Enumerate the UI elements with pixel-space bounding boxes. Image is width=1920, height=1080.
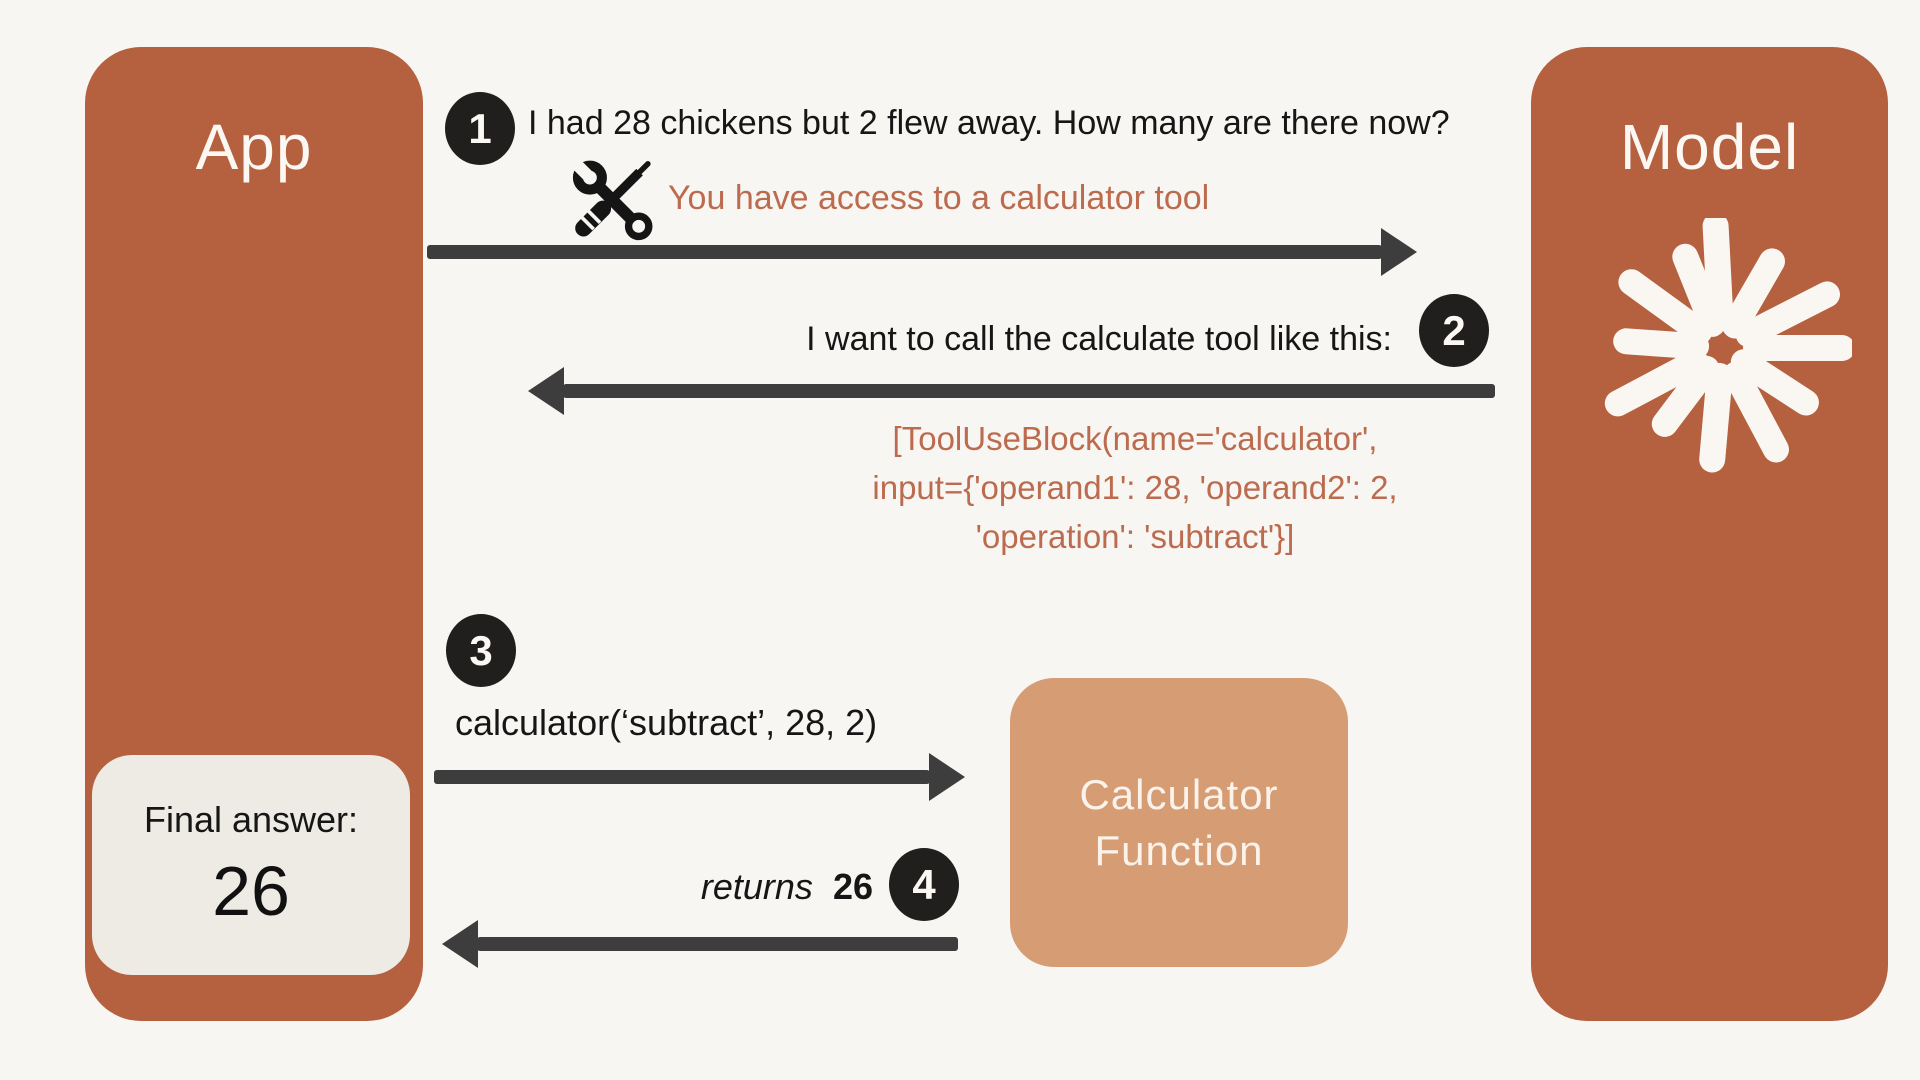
model-box: Model [1531, 47, 1888, 1021]
final-answer-card: Final answer: 26 [92, 755, 410, 975]
starburst-icon [1604, 218, 1852, 473]
final-answer-label: Final answer: [143, 799, 359, 840]
step-4-return-value: 26 [832, 866, 873, 907]
arrow-app-to-model [427, 245, 1382, 259]
step-2-badge: 2 [1419, 294, 1489, 367]
step-3-badge: 3 [446, 614, 516, 687]
crossed-wrench-screwdriver-icon [568, 155, 653, 241]
step-1-badge: 1 [445, 92, 515, 165]
calculator-function-label-line1: Calculator [1079, 770, 1279, 818]
step-4-returns-text: returns [700, 866, 813, 907]
step-4-badge: 4 [889, 848, 959, 921]
model-label: Model [1619, 111, 1800, 183]
step-1-system-note: You have access to a calculator tool [668, 179, 1210, 217]
step-2-message: I want to call the calculate tool like t… [806, 320, 1392, 358]
arrow-app-to-calculator [434, 770, 930, 784]
calculator-function-box: Calculator Function [1010, 678, 1348, 967]
tool-use-block-code-line3: 'operation': 'subtract'}] [975, 518, 1295, 555]
tool-use-block-code: [ToolUseBlock(name='calculator', input={… [845, 414, 1425, 561]
calculator-function-label-line2: Function [1094, 826, 1264, 874]
final-answer-value: 26 [212, 852, 290, 930]
arrow-calculator-to-app [477, 937, 958, 951]
app-box: App Final answer: 26 [85, 47, 423, 1021]
arrow-model-to-app [563, 384, 1495, 398]
step-1-message: I had 28 chickens but 2 flew away. How m… [528, 104, 1450, 142]
app-label: App [195, 111, 313, 183]
tool-use-block-code-line1: [ToolUseBlock(name='calculator', [892, 420, 1378, 457]
tool-use-block-code-line2: input={'operand1': 28, 'operand2': 2, [872, 469, 1398, 506]
step-3-message: calculator(‘subtract’, 28, 2) [455, 702, 878, 743]
step-4-message: returns 26 [701, 866, 873, 908]
